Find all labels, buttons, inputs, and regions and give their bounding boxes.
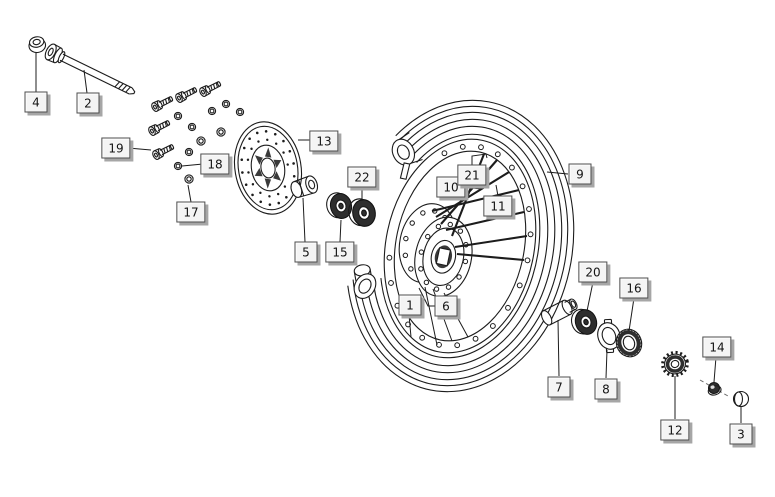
callout-2[interactable]: 2: [76, 92, 100, 114]
spacer-bushing-drawing: [290, 175, 319, 198]
spacer-tube-drawing: [540, 298, 578, 326]
callout-5[interactable]: 5: [294, 241, 318, 263]
callout-15[interactable]: 15: [325, 241, 355, 263]
front-axle-drawing: [44, 43, 136, 95]
tire-drawing: [347, 99, 575, 393]
hub-drawing: [398, 203, 473, 297]
callout-6[interactable]: 6: [434, 295, 458, 317]
callout-13[interactable]: 13: [309, 130, 339, 152]
axle-end-nut-drawing: [28, 36, 47, 54]
callout-22[interactable]: 22: [347, 166, 377, 188]
retainer-plate-drawing: [597, 318, 621, 354]
callout-1[interactable]: 1: [398, 294, 422, 316]
callout-7[interactable]: 7: [547, 376, 571, 398]
seal-ring-drawing: [615, 328, 643, 358]
disc-bolts-drawing: [146, 78, 223, 162]
leader-lines: [35, 53, 742, 423]
callout-21[interactable]: 21: [457, 164, 487, 186]
callout-12[interactable]: 12: [660, 419, 690, 441]
callout-19[interactable]: 19: [101, 137, 131, 159]
callout-3[interactable]: 3: [729, 423, 753, 445]
callout-18[interactable]: 18: [200, 153, 230, 175]
tire-cut-end-upper: [391, 132, 423, 180]
tire-cut-end-lower: [353, 264, 377, 299]
callout-11[interactable]: 11: [483, 195, 513, 217]
callout-17[interactable]: 17: [176, 201, 206, 223]
brake-disc-drawing: [233, 121, 303, 215]
callout-20[interactable]: 20: [578, 261, 608, 283]
axle-nut-drawing: [699, 379, 729, 397]
callout-4[interactable]: 4: [24, 91, 48, 113]
callout-9[interactable]: 9: [568, 163, 592, 185]
callout-16[interactable]: 16: [619, 277, 649, 299]
callout-14[interactable]: 14: [702, 336, 732, 358]
dust-cap-drawing: [732, 390, 750, 408]
speedo-drive-drawing: [661, 350, 689, 378]
callout-8[interactable]: 8: [594, 378, 618, 400]
wheel-drawing: [347, 99, 575, 393]
